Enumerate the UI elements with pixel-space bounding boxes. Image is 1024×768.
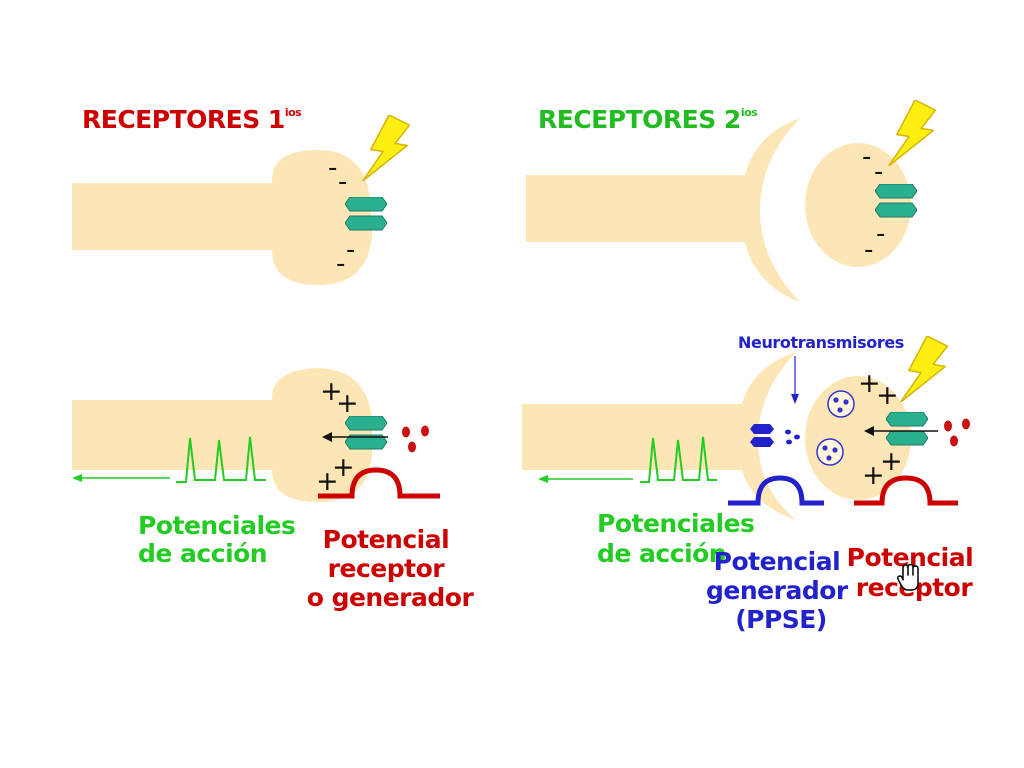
receptor-potential-trace <box>318 467 440 499</box>
charge-sign: - <box>862 142 871 172</box>
charge-sign: + <box>880 446 903 477</box>
charge-sign: + <box>332 452 355 483</box>
charge-sign: + <box>858 368 881 399</box>
charge-sign: - <box>864 235 873 265</box>
stimulus-bolt-icon <box>899 336 948 402</box>
afferent-fiber-terminal <box>526 118 800 302</box>
charge-sign: - <box>874 157 883 187</box>
receptor-potential-label: Potencial receptor o generador <box>307 525 475 612</box>
stimulus-bolt-icon <box>361 115 410 181</box>
synaptic-vesicle <box>816 438 844 466</box>
ion-flow-arrow-head <box>322 432 332 442</box>
postsynaptic-receptor <box>750 424 774 447</box>
propagation-arrow-head <box>538 475 548 483</box>
charge-sign: - <box>346 235 355 265</box>
action-potentials-trace <box>640 436 717 483</box>
title-primary-receptors: RECEPTORES 1ios <box>82 105 302 134</box>
ion <box>962 418 970 430</box>
neurotransmitters-label: Neurotransmisores <box>738 333 904 352</box>
generator-potential-trace <box>728 475 824 506</box>
ion-flow-arrow-head <box>864 426 874 436</box>
sensory-fiber <box>72 368 372 502</box>
charge-sign: - <box>338 167 347 197</box>
stimulus-bolt-icon <box>887 100 936 166</box>
ion <box>402 426 410 438</box>
ion <box>944 420 952 432</box>
panel-secondary-receptors-resting: RECEPTORES 2ios - - - - <box>526 100 936 302</box>
released-neurotransmitter <box>785 429 800 445</box>
charge-sign: + <box>320 376 343 407</box>
ion <box>421 425 429 437</box>
sensory-fiber <box>72 150 372 285</box>
hand-cursor-icon <box>897 563 919 591</box>
charge-sign: - <box>328 153 337 183</box>
panel-primary-receptors-active: + + + + Potenciales de acción Potencial … <box>72 368 475 612</box>
panel-primary-receptors-resting: RECEPTORES 1ios - - - - <box>72 105 410 285</box>
charge-sign: + <box>876 380 899 411</box>
panel-secondary-receptors-active: Neurotransmisores + + + + <box>522 333 974 634</box>
receptor-potential-trace <box>854 475 958 506</box>
synaptic-vesicle <box>827 390 855 418</box>
neurotransmitters-pointer-head <box>791 394 799 404</box>
charge-sign: + <box>316 466 339 497</box>
charge-sign: - <box>336 249 345 279</box>
ion <box>950 435 958 447</box>
action-potentials-label: Potenciales de acción <box>138 511 304 568</box>
charge-sign: + <box>336 388 359 419</box>
action-potentials-trace <box>176 436 266 483</box>
charge-sign: - <box>876 219 885 249</box>
receptor-cell <box>805 143 911 267</box>
ion <box>408 441 416 453</box>
charge-sign: + <box>862 460 885 491</box>
propagation-arrow-head <box>72 474 82 482</box>
title-secondary-receptors: RECEPTORES 2ios <box>538 105 758 134</box>
action-potentials-label: Potenciales de acción <box>597 509 763 568</box>
generator-potential-label: Potencial generador (PPSE) <box>706 547 856 634</box>
afferent-fiber-terminal <box>522 352 796 520</box>
